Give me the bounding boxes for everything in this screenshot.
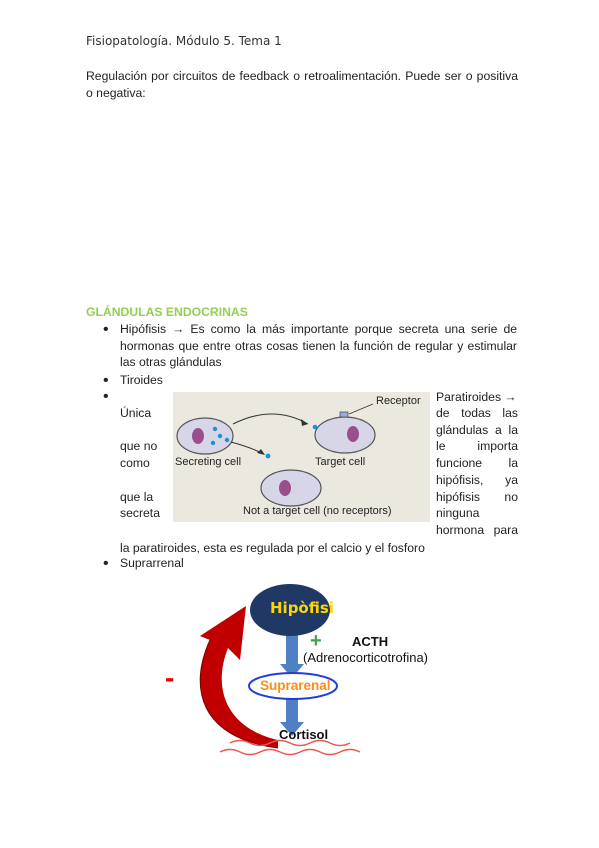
acth-full-label: (Adrenocorticotrofina)	[303, 650, 428, 665]
arrow-shaft	[286, 696, 298, 724]
paratiroides-left-line: que la	[120, 490, 154, 504]
intro-paragraph: Regulación por circuitos de feedback o r…	[86, 69, 518, 100]
secreting-cell-nucleus	[192, 428, 204, 444]
minus-sign: -	[165, 662, 175, 693]
paratiroides-right-line: hipófisis no	[436, 490, 518, 504]
bullet-dot-icon: •	[103, 372, 109, 389]
bullet-hipofisis: Hipófisis → Es como la más importante po…	[120, 322, 517, 369]
hormone-dot	[224, 437, 230, 443]
arrow-head	[257, 449, 265, 455]
suprarenal-node	[248, 672, 338, 700]
bullet-dot-icon: •	[103, 388, 109, 405]
paratiroides-end-line: la paratiroides, esta es regulada por el…	[120, 541, 425, 555]
paratiroides-left-line: como	[120, 456, 150, 470]
bound-hormone	[312, 424, 318, 430]
section-title: GLÁNDULAS ENDOCRINAS	[86, 305, 248, 319]
secreting-cell-label: Secreting cell	[175, 456, 242, 468]
paratiroides-left-line: que no	[120, 439, 158, 453]
receptor-label: Receptor	[376, 395, 421, 407]
bullet-suprarrenal: Suprarrenal	[120, 556, 184, 570]
plus-sign: +	[310, 630, 322, 652]
suprarenal-label: Suprarenal	[260, 678, 331, 693]
paratiroides-right-line: glándulas a la	[436, 423, 518, 437]
arrow-head	[280, 664, 304, 678]
arrow-shaft	[286, 632, 298, 666]
paratiroides-right-line: le importa	[436, 439, 518, 453]
paratiroides-left-line: Única	[120, 406, 152, 420]
hipofisi-label: Hipòfisi	[270, 599, 334, 617]
target-cell-label: Target cell	[315, 456, 366, 468]
adrenal-axis-diagram	[199, 584, 361, 756]
non-target-cell-nucleus	[279, 480, 291, 496]
paratiroides-right-line: Paratiroides →	[436, 390, 517, 404]
hormone-dot	[212, 426, 218, 432]
arrow-head	[280, 722, 304, 736]
arrow-to-target	[232, 413, 309, 425]
paratiroides-left-line: secreta	[120, 506, 160, 520]
target-cell	[314, 416, 376, 454]
arrow-head	[301, 419, 308, 426]
receptor-pointer	[348, 403, 374, 415]
cell-signaling-figure: Receptor Secreting cell Target cell Not …	[173, 392, 430, 522]
non-target-cell-label: Not a target cell (no receptors)	[243, 505, 392, 517]
bullet-dot-icon: •	[103, 321, 109, 338]
hormone-dot	[217, 433, 223, 439]
secreting-cell	[176, 417, 234, 455]
paratiroides-right-line: hormona para	[436, 523, 518, 537]
bullet-tiroides: Tiroides	[120, 373, 163, 387]
paratiroides-right-line: de todas las	[436, 406, 518, 420]
target-cell-nucleus	[347, 426, 359, 442]
acth-label: ACTH	[352, 634, 389, 649]
cortisol-wave	[229, 739, 351, 747]
receptor-icon	[339, 411, 349, 418]
bullet-dot-icon: •	[103, 555, 109, 572]
hormone-dot	[210, 440, 216, 446]
paratiroides-right-line: funcione la	[436, 456, 518, 470]
paratiroides-right-line: ninguna	[436, 506, 480, 520]
hormone-dot	[265, 453, 271, 459]
cell-signaling-diagram	[176, 403, 376, 507]
hipofisi-node	[250, 584, 330, 636]
page-header: Fisiopatología. Módulo 5. Tema 1	[86, 34, 282, 48]
paratiroides-right-line: hipófisis, ya	[436, 473, 518, 487]
feedback-arrow	[200, 606, 278, 748]
cortisol-label: Cortisol	[279, 727, 329, 742]
